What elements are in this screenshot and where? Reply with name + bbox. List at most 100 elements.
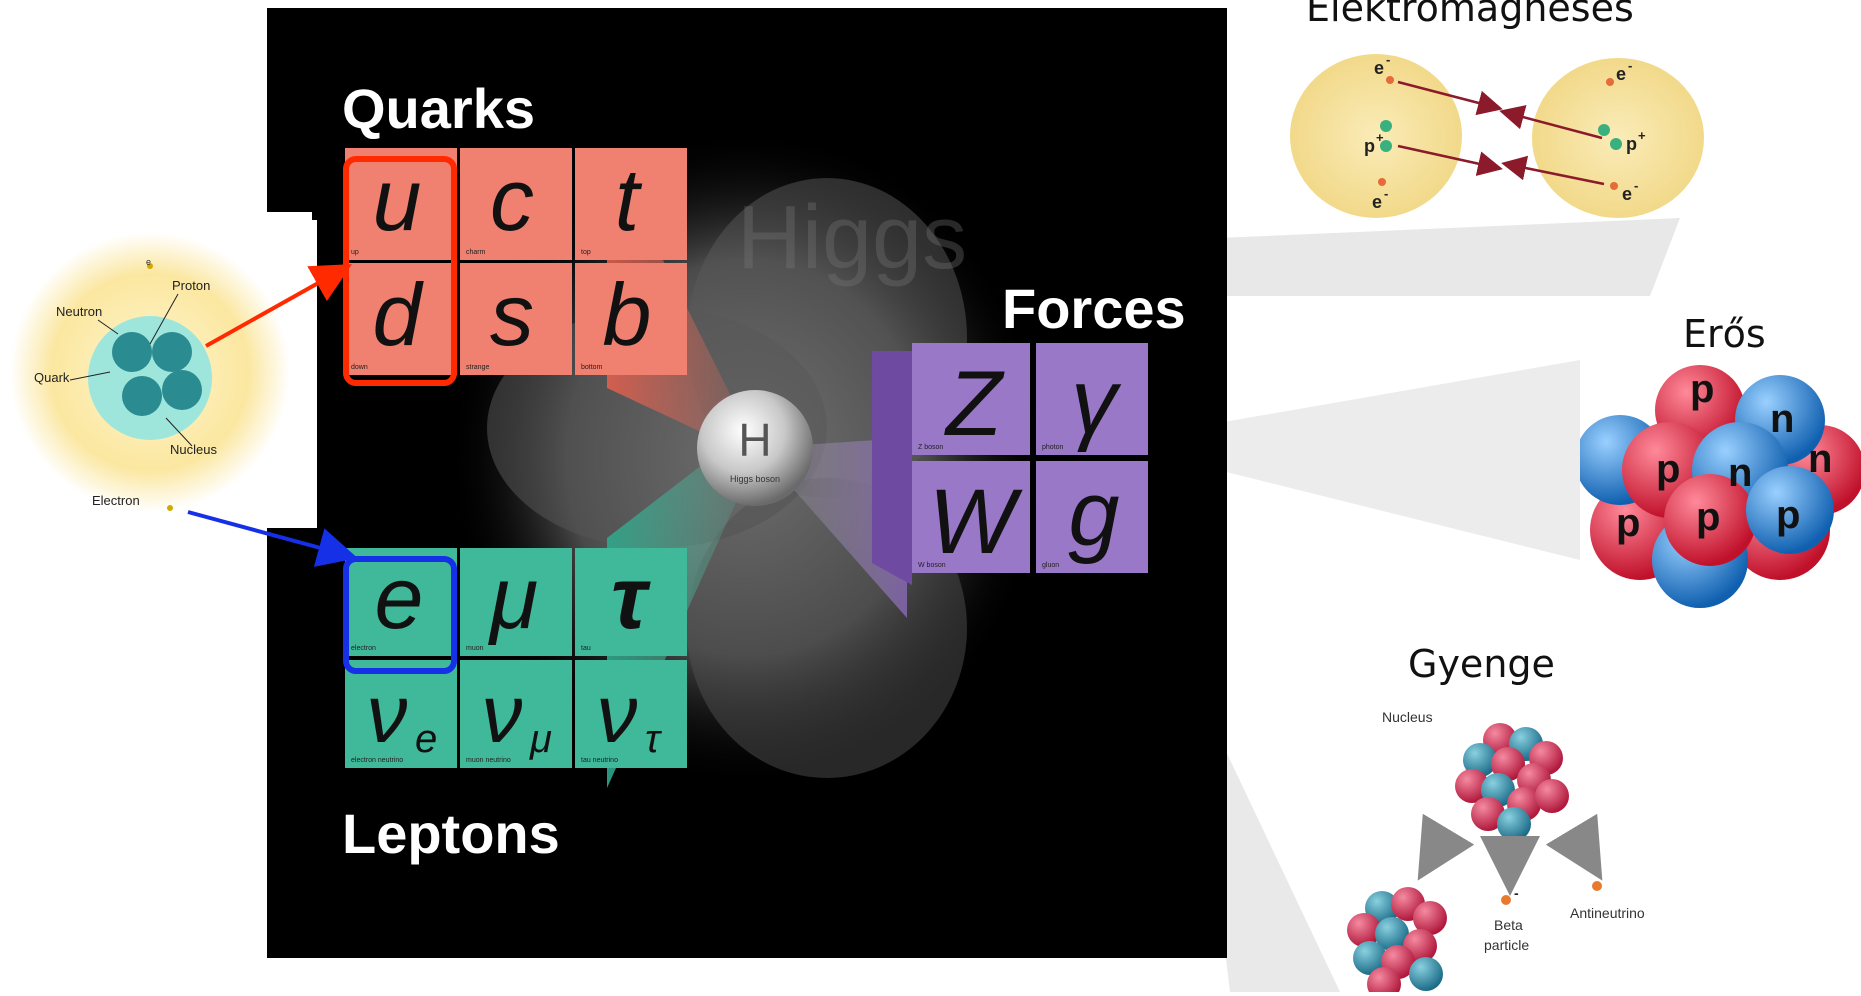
- svg-text:e: e: [1372, 192, 1382, 212]
- daughter-nucleus: [1347, 887, 1447, 996]
- nucleus-label: Nucleus: [170, 442, 217, 457]
- weak-title: Gyenge: [1408, 642, 1555, 686]
- quarks-heading: Quarks: [342, 77, 535, 140]
- atom-left: [1290, 54, 1462, 218]
- higgs-boson-sphere: [697, 390, 813, 506]
- svg-text:strange: strange: [466, 364, 489, 371]
- svg-text:e: e: [375, 548, 424, 647]
- quark-link-arrow: [205, 264, 352, 348]
- svg-text:c: c: [490, 150, 534, 249]
- em-svg: e- p+ e- e- p+ e-: [1290, 52, 1704, 218]
- higgs-symbol: H: [738, 414, 771, 466]
- svg-text:p: p: [1626, 134, 1637, 154]
- leptons-heading: Leptons: [342, 802, 560, 865]
- svg-text:Z: Z: [944, 353, 1005, 455]
- svg-text:n: n: [1808, 437, 1832, 481]
- svg-text:electron: electron: [351, 645, 376, 652]
- svg-text:+: +: [1376, 130, 1384, 145]
- weak-nucleus-label: Nucleus: [1382, 709, 1433, 725]
- svg-text:u: u: [373, 150, 422, 249]
- weak-svg: Nucleus - Beta particle Antineutrino: [1347, 709, 1645, 996]
- force-cell: ZZ boson: [912, 343, 1030, 455]
- antineutrino-label: Antineutrino: [1570, 905, 1645, 921]
- quark-label: Quark: [34, 370, 70, 385]
- svg-text:μ: μ: [488, 548, 538, 647]
- svg-text:e: e: [146, 257, 151, 267]
- svg-text:n: n: [1770, 397, 1794, 441]
- svg-text:top: top: [581, 249, 591, 256]
- higgs-watermark: Higgs: [737, 188, 967, 288]
- svg-text:bottom: bottom: [581, 364, 603, 371]
- svg-text:W: W: [929, 471, 1024, 573]
- parent-nucleus: [1455, 723, 1569, 841]
- svg-text:-: -: [1634, 178, 1638, 193]
- svg-text:p: p: [1364, 136, 1375, 156]
- svg-text:tau neutrino: tau neutrino: [581, 757, 618, 764]
- beta-label-line2: particle: [1484, 937, 1529, 953]
- svg-text:d: d: [373, 265, 425, 364]
- svg-text:ν: ν: [482, 669, 523, 760]
- neutron-label: Neutron: [56, 304, 102, 319]
- higgs-caption: Higgs boson: [730, 474, 780, 484]
- beta-particle-dot: [1501, 895, 1511, 905]
- svg-text:p: p: [1696, 495, 1720, 539]
- svg-text:ν: ν: [367, 669, 408, 760]
- svg-text:p: p: [1776, 493, 1800, 537]
- svg-text:e: e: [415, 717, 437, 761]
- electron-link-arrow: [187, 510, 358, 567]
- svg-text:muon: muon: [466, 645, 484, 652]
- forces-heading: Forces: [1002, 277, 1186, 340]
- svg-text:e: e: [1622, 184, 1632, 204]
- svg-text:μ: μ: [529, 717, 552, 761]
- svg-text:gluon: gluon: [1042, 562, 1059, 569]
- svg-text:muon neutrino: muon neutrino: [466, 757, 511, 764]
- antineutrino-dot: [1592, 881, 1602, 891]
- svg-text:e: e: [1616, 64, 1626, 84]
- svg-text:b: b: [603, 265, 652, 364]
- svg-text:tau: tau: [581, 645, 591, 652]
- svg-text:ν: ν: [597, 669, 638, 760]
- svg-text:τ: τ: [645, 717, 663, 761]
- proton-label: Proton: [172, 278, 210, 293]
- svg-text:-: -: [1384, 186, 1388, 201]
- svg-text:W boson: W boson: [918, 562, 946, 569]
- atom-illustration: e Proton Neutron Quark Nucleus Electron: [0, 212, 312, 524]
- strong-svg: p n p n n p p p: [1575, 365, 1861, 608]
- electron-highlight: [343, 556, 457, 674]
- svg-text:n: n: [1728, 451, 1752, 495]
- svg-text:p: p: [1616, 501, 1640, 545]
- em-title: Elektromágneses: [1306, 0, 1634, 30]
- quark-cell: uup: [345, 148, 457, 260]
- strong-title: Erős: [1683, 312, 1766, 356]
- svg-text:s: s: [490, 265, 534, 364]
- svg-text:γ: γ: [1071, 351, 1122, 453]
- svg-text:electron neutrino: electron neutrino: [351, 757, 403, 764]
- svg-text:down: down: [351, 364, 368, 371]
- svg-text:p: p: [1690, 367, 1714, 411]
- svg-text:-: -: [1514, 885, 1519, 901]
- force-cell: WW boson: [912, 461, 1030, 573]
- svg-text:charm: charm: [466, 249, 486, 256]
- atom-svg: e Proton Neutron Quark Nucleus Electron: [0, 212, 312, 524]
- weak-decay-illustration: Nucleus - Beta particle Antineutrino: [1320, 700, 1700, 996]
- svg-text:-: -: [1628, 58, 1632, 73]
- svg-text:g: g: [1068, 463, 1119, 565]
- em-illustration: e- p+ e- e- p+ e-: [1280, 50, 1720, 230]
- svg-text:p: p: [1656, 447, 1680, 491]
